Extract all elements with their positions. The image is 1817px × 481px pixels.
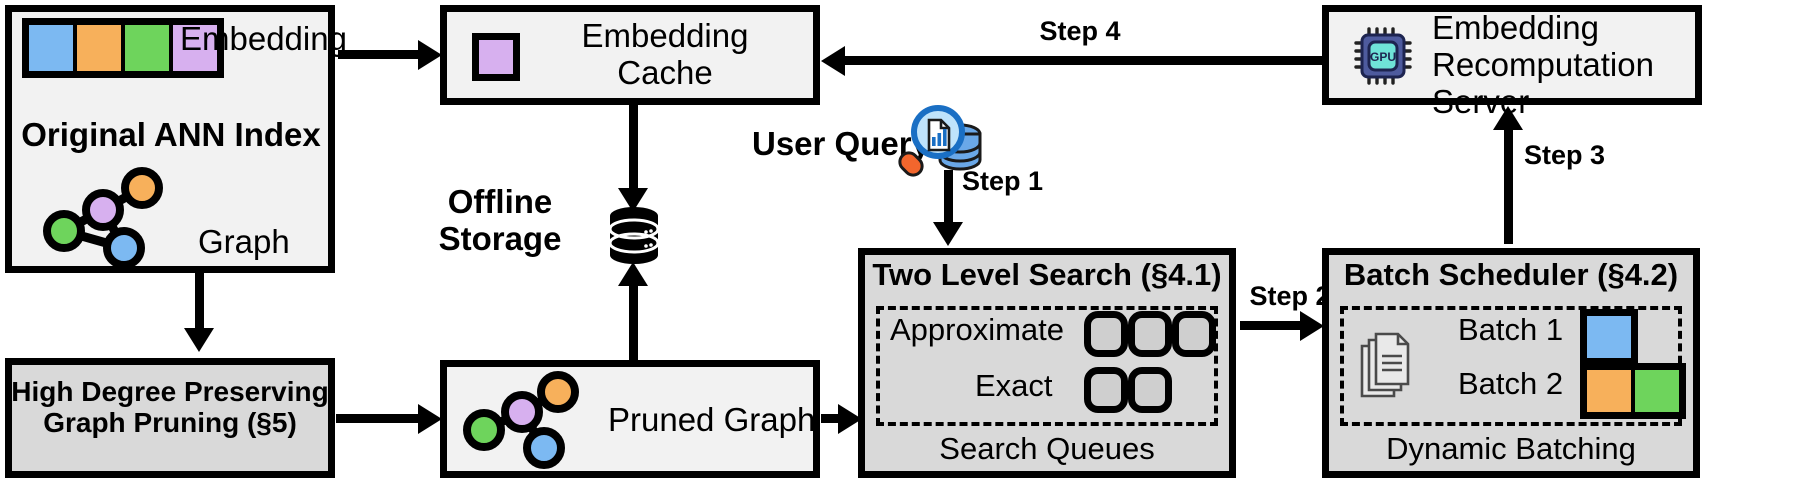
arrow-pruning-to-prunedgraph: [336, 414, 420, 423]
approximate-row-label: Approximate: [890, 312, 1065, 347]
embedding-cell-blue: [29, 25, 77, 71]
two-level-search-title: Two Level Search (§4.1): [872, 257, 1222, 292]
batch-1-label: Batch 1: [1458, 312, 1564, 347]
batch-1-cells: [1580, 309, 1638, 365]
original-ann-index-title: Original ANN Index: [21, 116, 321, 153]
recomputation-server-label: Embedding Recomputation Server: [1432, 9, 1654, 120]
arrow-step2-head: [1300, 311, 1324, 341]
exact-row-label: Exact: [975, 368, 1053, 403]
embedding-cell-purple: [173, 25, 217, 71]
arrow-step4-head: [821, 46, 845, 76]
arrow-cache-to-storage-head: [618, 188, 648, 212]
pruned-graph-label: Pruned Graph: [608, 401, 816, 438]
gpu-chip-icon: GPU: [1352, 25, 1414, 87]
batch-2-label: Batch 2: [1458, 366, 1564, 401]
offline-storage-label: Offline Storage: [438, 183, 562, 257]
search-queues-panel: [876, 306, 1218, 426]
embedding-strip: [22, 18, 224, 78]
arrow-step3: [1504, 128, 1513, 244]
approximate-slot-1: [1084, 311, 1128, 357]
node-two-level-search: [858, 248, 1236, 478]
arrow-index-to-pruning-head: [184, 328, 214, 352]
pruned-graph-icon: [460, 371, 588, 469]
embedding-cache-chip-icon: [472, 33, 520, 81]
embedding-cache-label: Embedding Cache: [581, 17, 749, 91]
batch-scheduler-title: Batch Scheduler (§4.2): [1343, 257, 1679, 292]
arrow-index-to-cache: [338, 50, 420, 59]
arrow-prunedgraph-to-search: [821, 414, 841, 423]
arrow-pruning-to-prunedgraph-head: [418, 404, 442, 434]
original-graph-icon: [38, 167, 178, 269]
arrow-index-to-pruning: [195, 273, 204, 331]
approximate-slot-2: [1128, 311, 1172, 357]
arrow-cache-to-storage: [629, 105, 638, 191]
documents-stack-icon: [1358, 330, 1416, 402]
graph-pruning-label: High Degree Preserving Graph Pruning (§5…: [11, 376, 329, 439]
database-icon: [608, 205, 660, 267]
embedding-cell-green: [125, 25, 173, 71]
arrow-prunedgraph-to-storage-head: [618, 262, 648, 286]
step1-label: Step 1: [962, 166, 1044, 196]
node-graph-pruning: [5, 358, 335, 478]
batch-2-cells: [1580, 363, 1686, 419]
step4-label: Step 4: [1039, 16, 1121, 46]
arrow-step2: [1240, 321, 1304, 330]
magnifier-document-database-icon: [896, 104, 992, 182]
graph-label: Graph: [198, 223, 290, 260]
arrow-prunedgraph-to-storage: [629, 282, 638, 362]
batch-1-cell-blue: [1587, 316, 1631, 358]
exact-slot-1: [1084, 367, 1128, 413]
exact-slot-2: [1128, 367, 1172, 413]
arrow-step4: [845, 56, 1325, 65]
step3-label: Step 3: [1524, 140, 1606, 170]
embedding-label: Embedding: [180, 20, 347, 57]
embedding-cell-orange: [77, 25, 125, 71]
search-queues-footer: Search Queues: [939, 431, 1155, 466]
arrow-step1-head: [933, 222, 963, 246]
dynamic-batching-footer: Dynamic Batching: [1386, 431, 1636, 466]
svg-text:GPU: GPU: [1370, 50, 1396, 64]
arrow-index-to-cache-head: [418, 40, 442, 70]
batch-2-cell-green: [1635, 370, 1679, 412]
batch-2-cell-orange: [1587, 370, 1635, 412]
arrow-step1: [944, 170, 953, 226]
approximate-slot-3: [1172, 311, 1216, 357]
arrow-step3-head: [1493, 106, 1523, 130]
